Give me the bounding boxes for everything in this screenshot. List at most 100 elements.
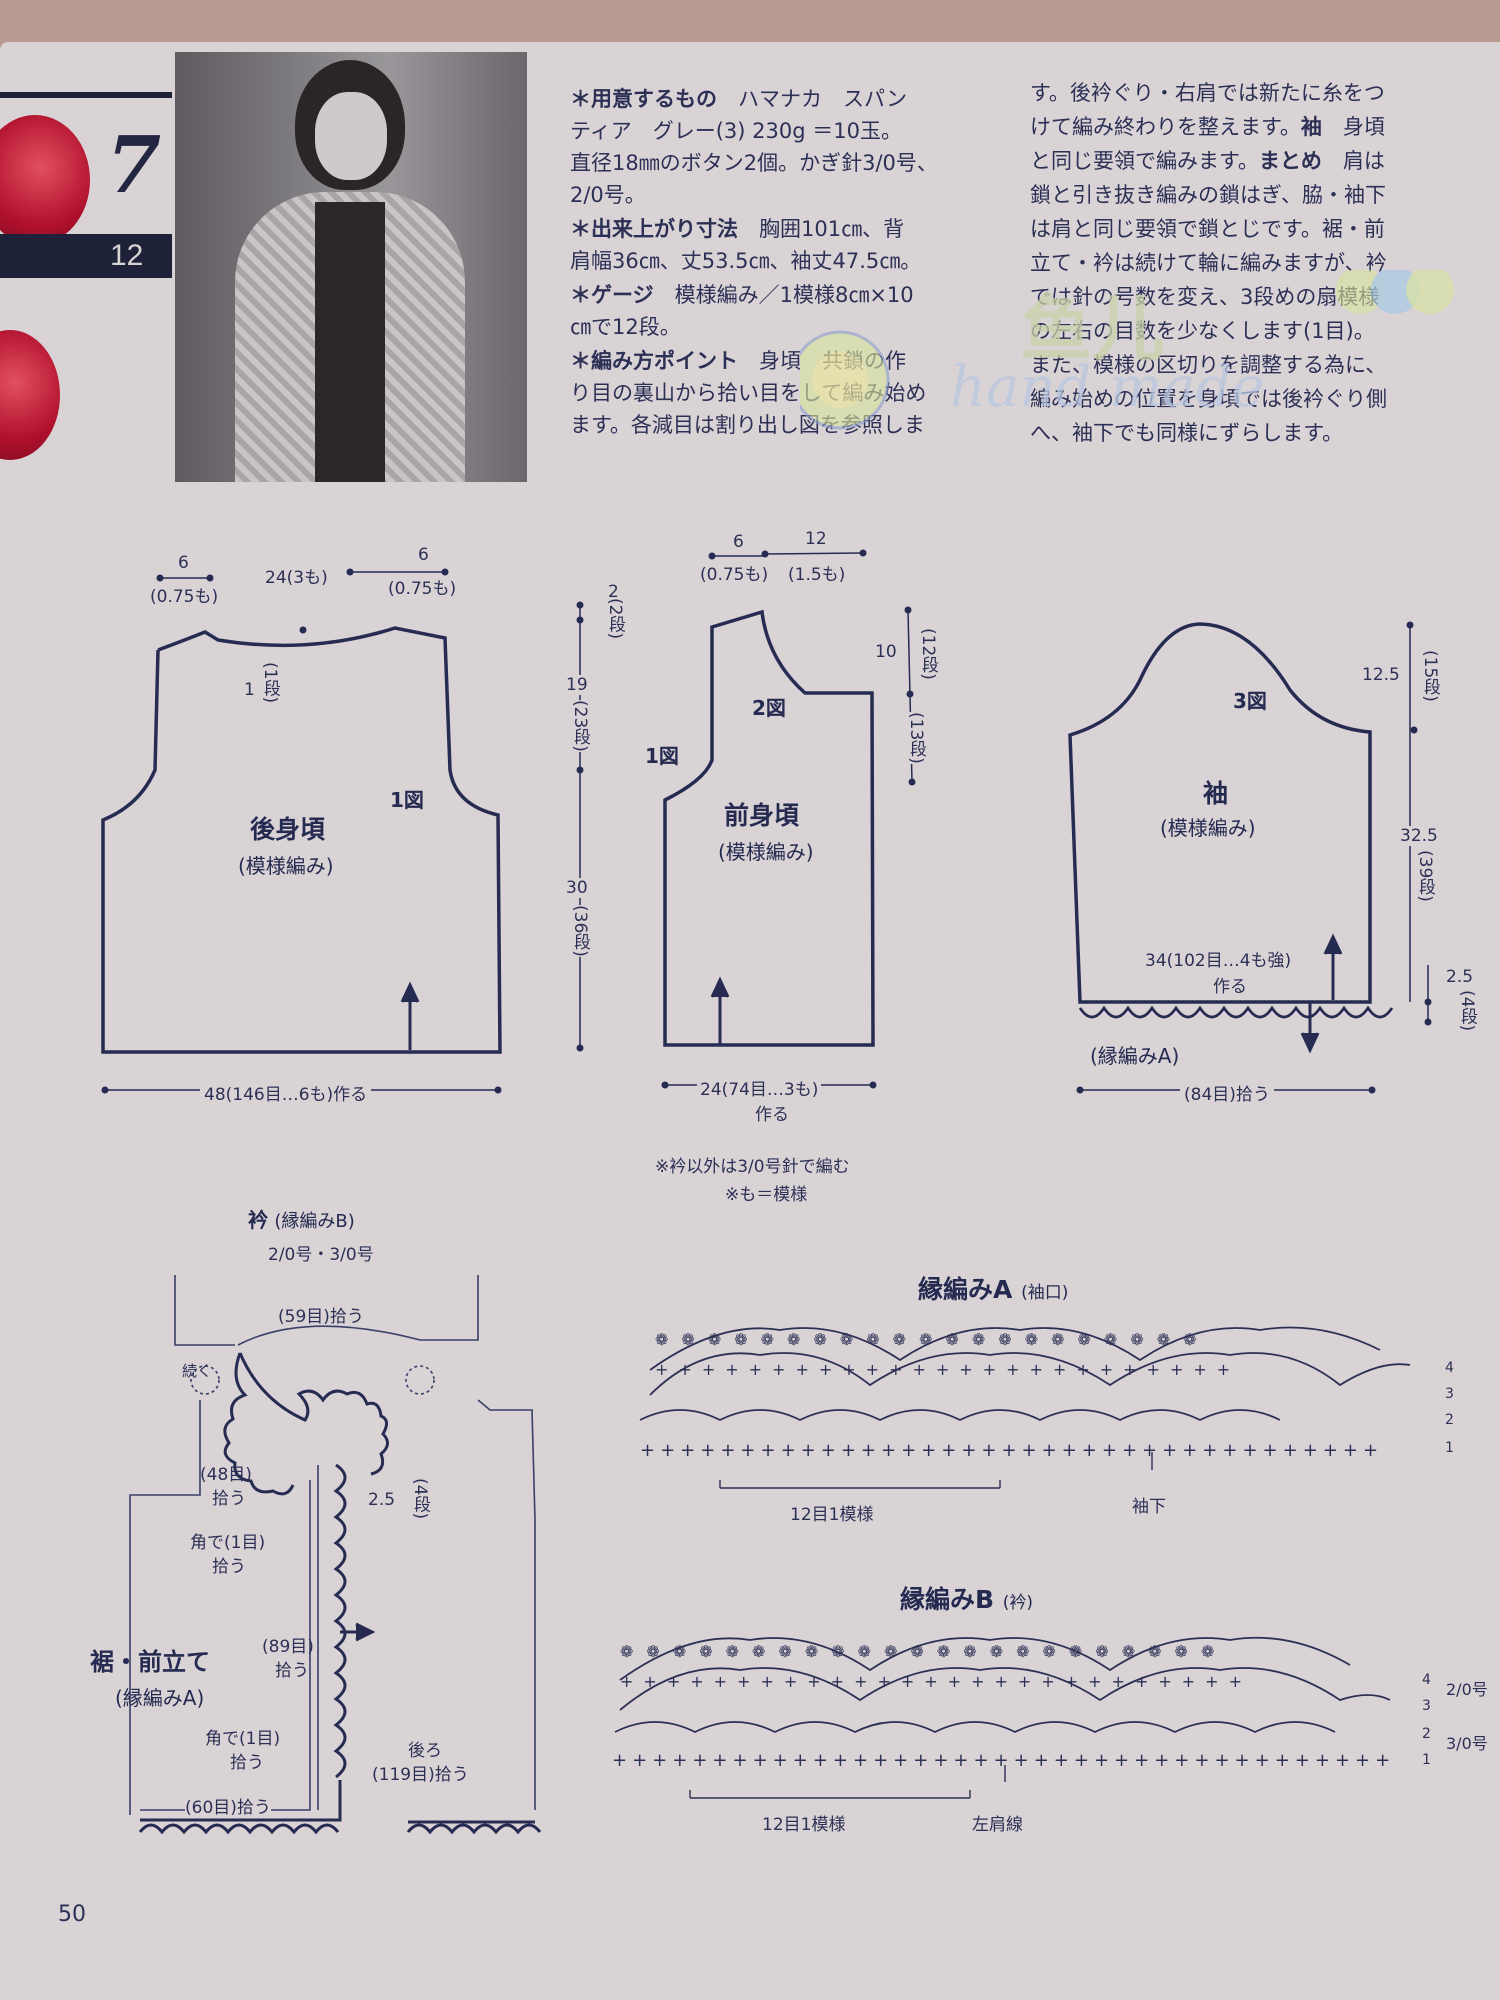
dim-label: (13段) [904,712,929,764]
instructions-line: は肩と同じ要領で鎖とじです。裾・前 [1030,217,1385,241]
needle-label: 2/0号 [1446,1680,1488,1699]
corner-pick: 角で(1目) [190,1533,266,1553]
size-text: 胸囲101㎝、背 [759,217,905,241]
edge-b-picot-row: ❁❁❁❁❁❁❁❁❁❁❁❁❁❁❁❁❁❁❁❁❁❁❁ [620,1642,1228,1661]
corner-pick: 角で(1目) [205,1729,281,1749]
size-code: 12 [110,239,144,272]
edge-b-marker: 左肩線 [972,1815,1023,1835]
gauge-text: 模様編み／1模様8㎝×10 [674,283,914,307]
front-band-scallop [333,1463,347,1779]
hem-band-title: 裾・前立て [90,1648,210,1676]
front-bottom-sub: 作る [755,1105,789,1125]
instructions-line: また、模様の区切りを調整する為に、 [1030,353,1387,377]
sleeve-arrow-up [1323,933,1343,1000]
fig3-label: 3図 [1233,689,1267,713]
points-heading: ＊編み方ポイント [570,349,738,373]
finishing-heading: まとめ [1258,149,1322,173]
gauge-heading: ＊ゲージ [570,283,654,307]
band-pick89-sub: 拾う [275,1661,309,1681]
edge-b-subtitle: (衿) [1002,1593,1034,1613]
band-arrow [340,1622,376,1642]
edge-b-title: 縁編みB [900,1585,995,1614]
row-number: 3 [1422,1698,1431,1714]
collar-guide [174,1275,479,1346]
fig1-label: 1図 [390,788,424,812]
row-number: 4 [1422,1672,1431,1688]
edge-a-picots [649,1326,1381,1371]
collar-continue: 続く [182,1362,213,1380]
back-body-outline [155,635,158,650]
instructions-line: へ、袖下でも同様にずらします。 [1030,421,1344,445]
dim-label: (39段) [1413,850,1438,902]
edge-a-stitch-row: +++++++++++++++++++++++++ [655,1360,1241,1379]
dim-label: (12段) [916,628,941,680]
hem-band-subtitle: (縁編みA) [115,1686,205,1710]
row-number: 1 [1445,1440,1454,1456]
dim-label: (0.75も) [388,579,457,599]
collar-left [223,1352,295,1496]
dim-label: 12 [805,529,827,549]
back-hem-scallop [406,1823,542,1835]
body-guide [129,1399,536,1815]
front-body-subtitle: (模様編み) [718,840,814,864]
dim-label: 6 [178,553,189,573]
dim-label: (36段) [568,905,593,957]
dim-label: 2.5 [1446,967,1474,987]
collar-subtitle: (縁編みB) [274,1211,355,1232]
row-number: 2 [1422,1726,1431,1742]
dim-label: 24(3も) [265,568,328,588]
front-body-title: 前身頃 [724,801,800,830]
row-number: 1 [1422,1752,1431,1768]
instructions-line: す。後衿ぐり・右肩では新たに糸をつ [1030,81,1385,105]
dim-label: 1 [244,680,255,700]
instructions-line: 編み始めの位置を身頃では後衿ぐり側 [1030,387,1387,411]
dim-line [764,552,864,555]
edge-b-repeat: 12目1模様 [762,1815,846,1835]
sleeve-bottom-dim: (84目)拾う [1180,1080,1274,1105]
dim-label: 32.5 [1400,826,1438,846]
collar-pick59: (59目)拾う [278,1307,364,1327]
dim-label: (2段) [605,598,625,640]
hem-pick60: (60目)拾う [185,1793,271,1818]
instructions-line: 鎖と引き抜き編みの鎖はぎ、脇・袖下 [1030,183,1386,207]
dim-label: 30 [566,878,588,898]
edge-a-marker: 袖下 [1132,1497,1166,1517]
materials-line: 直径18㎜のボタン2個。かぎ針3/0号、 [570,151,938,175]
dim-label: (23段) [568,700,593,752]
edge-b-chain-arcs [614,1721,1336,1734]
materials-heading: ＊用意するもの [570,87,717,111]
watermark: 鱼儿 hand made [800,270,1500,450]
dim-label: 10 [875,642,897,662]
sleeve-subtitle: (模様編み) [1160,816,1256,840]
edge-a-chain-arcs [639,1409,1281,1422]
back-bottom-dim: 48(146目…6も)作る [200,1080,372,1105]
sleeve-inner-sub: 作る [1210,972,1250,997]
size-badge-bar [0,234,172,278]
back-arrow [400,981,420,1050]
row-number: 4 [1445,1360,1454,1376]
back-body-shape [101,626,502,1054]
back-body-title: 後身頃 [250,815,326,844]
row-number: 3 [1445,1386,1454,1402]
sleeve-arrow-down [1300,1003,1320,1054]
edge-a-stitch-row: +++++++++++++++++++++++++++++++++++++ [640,1440,1384,1461]
collar-needles: 2/0号・3/0号 [268,1245,374,1265]
edge-b-fans [619,1667,1391,1711]
needle-label: 3/0号 [1446,1734,1488,1753]
model-photo [175,52,527,482]
dim-label: (1.5も) [788,565,846,585]
dim-label: 19 [566,675,588,695]
dim-label: 12.5 [1362,665,1400,685]
shoulder-join [405,1365,435,1395]
sleeve-cuff-scallop [1078,1005,1394,1019]
fig1-label: 1図 [645,744,679,768]
edge-a-picot-row: ❁❁❁❁❁❁❁❁❁❁❁❁❁❁❁❁❁❁❁❁❁ [655,1330,1210,1349]
back-hem-pick: (119目)拾う [372,1765,469,1785]
instructions-line: では針の号数を変え、3段めの扇模様 [1030,285,1380,309]
shoulder-join [190,1365,220,1395]
dim-label: 6 [418,545,429,565]
collar-pick48: (48目) [200,1465,252,1485]
instructions-line: の左右の目数を少なくします(1目)。 [1030,319,1375,343]
materials-yarn: ハマナカ スパン [738,87,908,111]
collar-outline [238,1352,389,1476]
